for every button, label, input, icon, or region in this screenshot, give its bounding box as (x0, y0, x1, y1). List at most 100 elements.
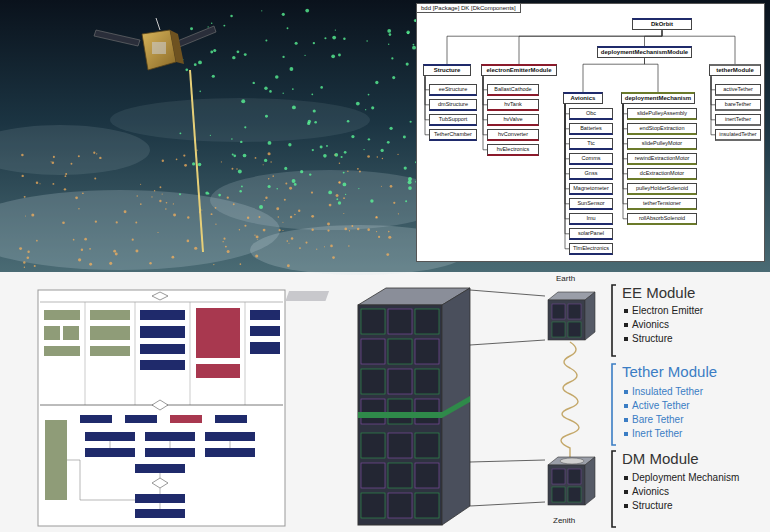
earth-photo (368, 138, 370, 140)
dm-module-cube (560, 458, 584, 464)
block-name: SunSensor (577, 200, 604, 207)
earth-photo (208, 26, 209, 27)
earth-photo (284, 199, 286, 201)
earth-photo (386, 253, 389, 256)
earth-photo (241, 185, 243, 187)
earth-photo (343, 38, 345, 40)
earth-photo (137, 195, 138, 196)
bullets (624, 404, 628, 408)
earth-photo (316, 249, 317, 250)
earth-photo (331, 54, 335, 58)
activity-diagram (152, 478, 168, 488)
earth-photo (233, 155, 236, 158)
earth-photo (288, 143, 291, 146)
earth-photo (347, 120, 350, 123)
earth-photo (370, 199, 373, 202)
dm-module-cube (552, 469, 565, 484)
earth-photo (286, 240, 288, 242)
activity-diagram (38, 290, 285, 526)
component-item: Deployment Mechanism (632, 472, 739, 484)
earth-photo (344, 228, 347, 231)
earth-photo (244, 225, 246, 227)
block: deploymentMechanism (621, 92, 695, 104)
block-name: TlmElectronics (573, 245, 609, 252)
earth-photo (304, 55, 305, 56)
block-name: Avionics (571, 95, 596, 102)
block-name: Magnetometer (573, 185, 608, 192)
earth-photo (272, 175, 274, 177)
earth-photo (95, 221, 97, 223)
earth-photo (162, 194, 163, 195)
earth-photo (213, 49, 216, 52)
cubesat-render (361, 309, 385, 334)
activity-diagram (135, 302, 136, 405)
activity-diagram (152, 292, 168, 300)
block-name: BallastCathode (494, 86, 531, 93)
activity-diagram (215, 415, 247, 423)
block-name: endStopExtraction (640, 125, 685, 132)
cubesat-render (388, 369, 412, 394)
earth-photo (99, 157, 101, 159)
earth-photo (311, 191, 313, 193)
earth-photo (115, 253, 118, 256)
part-block: hvElectronics (487, 144, 539, 156)
earth-photo (165, 208, 167, 210)
earth-photo (236, 168, 237, 169)
cubesat-render (415, 463, 439, 488)
earth-photo (292, 179, 296, 183)
bullets (624, 432, 628, 436)
earth-photo (210, 170, 450, 230)
composition-line (645, 58, 659, 92)
earth-photo (404, 167, 407, 170)
axis-label: Zenith (553, 516, 575, 525)
block-name: insulatedTether (719, 131, 756, 138)
earth-photo (389, 33, 392, 36)
earth-photo (356, 102, 360, 106)
earth-photo (36, 181, 38, 183)
module-heading: DM Module (622, 450, 699, 467)
earth-photo (269, 90, 272, 93)
block-name: Comms (582, 155, 601, 162)
earth-photo (51, 161, 52, 162)
activity-diagram (44, 310, 80, 320)
earth-photo (19, 149, 399, 267)
earth-photo (375, 216, 377, 218)
earth-photo (366, 40, 368, 42)
cubesat-render (415, 493, 439, 518)
earth-photo (276, 188, 278, 190)
earth-photo (327, 223, 330, 226)
dm-module-cube (585, 457, 595, 505)
earth-photo (279, 229, 281, 231)
earth-photo (389, 127, 392, 130)
block: Structure (423, 64, 471, 76)
earth-photo (312, 149, 314, 151)
ee-module-cube (585, 292, 595, 340)
activity-diagram (85, 448, 135, 457)
block: deploymentMechanismModule (597, 46, 692, 58)
earth-photo (21, 154, 24, 157)
block-name: hvConverter (498, 131, 528, 138)
earth-photo (52, 183, 54, 185)
activity-diagram (250, 326, 280, 336)
earth-photo (255, 254, 258, 257)
block-name: inertTether (725, 116, 751, 123)
earth-photo (160, 186, 162, 188)
earth-photo (343, 183, 347, 187)
earth-photo (330, 245, 333, 248)
earth-photo (336, 198, 338, 200)
component-item: Inert Tether (632, 428, 682, 440)
earth-photo (27, 256, 30, 259)
earth-photo (328, 191, 332, 195)
part-block: endStopExtraction (627, 123, 697, 135)
earth-photo (231, 138, 233, 140)
leader-lines (470, 290, 545, 296)
part-block: bareTether (715, 99, 761, 111)
earth-photo (307, 122, 310, 125)
component-item: Electron Emitter (632, 305, 703, 317)
block-name: DkOrbit (651, 21, 673, 28)
part-block: slidePulleyMotor (627, 138, 697, 150)
earth-photo (298, 210, 300, 212)
cubesat-render (361, 493, 385, 518)
earth-photo (135, 250, 138, 253)
block-name: hvElectronics (497, 146, 530, 153)
